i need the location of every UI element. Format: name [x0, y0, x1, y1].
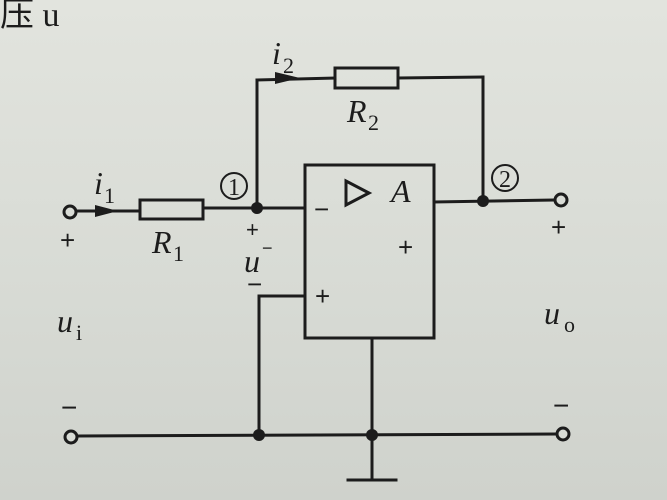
node2-label: 2: [499, 167, 511, 193]
uo-label: u: [544, 295, 560, 331]
u-minus-minus-sign: −: [247, 269, 262, 299]
r1-subscript: 1: [173, 241, 184, 266]
u-minus-plus-sign: +: [246, 217, 259, 242]
output-wire: [432, 198, 555, 204]
u-minus-superscript: −: [262, 238, 273, 258]
output-terminal-bottom: [555, 426, 571, 442]
bottom-rail: [76, 432, 558, 438]
input-terminal-top: [62, 204, 78, 220]
i1-subscript: 1: [104, 183, 115, 208]
feedback-top-right-wire: [396, 75, 485, 80]
r2-subscript: 2: [368, 110, 379, 135]
i2-arrow-icon: [275, 72, 300, 84]
top-text: 压 u: [0, 0, 60, 34]
output-minus-sign: −: [553, 390, 569, 421]
noninverting-input-sign: +: [315, 281, 330, 311]
uo-subscript: o: [564, 312, 575, 337]
ui-subscript: i: [76, 320, 82, 345]
output-plus-sign: +: [551, 212, 566, 242]
junction-bottom-left: [253, 429, 265, 441]
input-terminal-bottom: [63, 429, 79, 445]
r2-label: R: [346, 93, 367, 129]
amp-output-sign: +: [398, 232, 413, 262]
i1-arrow-icon: [95, 205, 118, 217]
node1-circle: [220, 172, 248, 200]
input-minus-sign: −: [61, 392, 77, 423]
opamp-triangle-icon: [344, 178, 373, 208]
junction-node1: [251, 202, 263, 214]
junction-bottom-center: [366, 429, 378, 441]
u-minus-label: u: [244, 243, 260, 279]
resistor-r2: [333, 66, 400, 90]
i2-subscript: 2: [283, 53, 294, 78]
opamp-body: [303, 163, 436, 340]
amp-label: A: [389, 173, 411, 209]
node1-label: 1: [228, 175, 240, 201]
output-terminal-top: [553, 192, 569, 208]
i2-label: i: [272, 35, 281, 71]
feedback-top-left-wire: [255, 76, 337, 82]
input-plus-sign: +: [60, 225, 75, 255]
inverting-input-sign: −: [314, 194, 329, 224]
ui-label: u: [57, 303, 73, 339]
resistor-r1: [138, 198, 205, 221]
r1-label: R: [151, 224, 172, 260]
node2-circle: [491, 164, 519, 192]
i1-label: i: [94, 165, 103, 201]
junction-node2: [477, 195, 489, 207]
